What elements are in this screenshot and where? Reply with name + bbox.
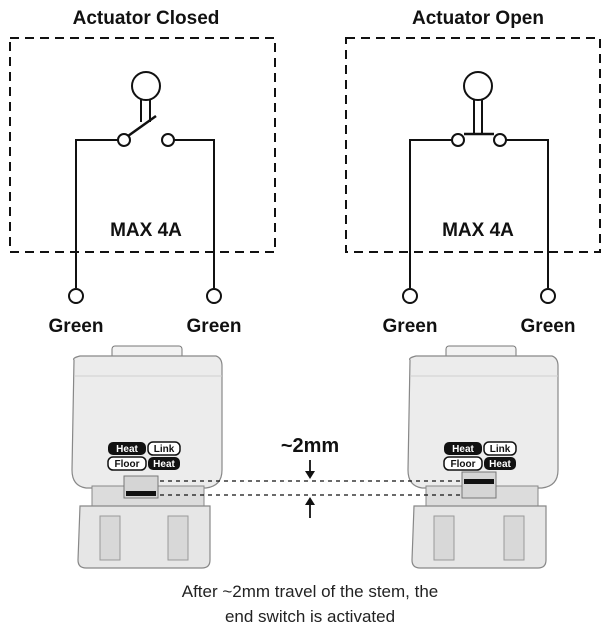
right-rating: MAX 4A xyxy=(442,220,514,241)
right-actuator: Heat Link Floor Heat xyxy=(407,345,559,569)
caption-line-2: end switch is activated xyxy=(225,607,395,626)
right-logo: Heat Link Floor Heat xyxy=(443,441,517,471)
right-logo-link: Link xyxy=(490,444,511,455)
travel-label: ~2mm xyxy=(281,435,339,457)
right-switch-open xyxy=(409,71,549,288)
right-logo-heat2: Heat xyxy=(489,459,511,470)
left-title: Actuator Closed xyxy=(73,8,220,29)
right-terminal-b-label: Green xyxy=(521,316,576,337)
down-arrow-icon xyxy=(305,471,315,479)
right-dashed-box xyxy=(345,37,601,253)
left-logo: Heat Link Floor Heat xyxy=(107,441,181,471)
left-switch-closed xyxy=(75,71,215,288)
right-logo-floor: Floor xyxy=(451,459,476,470)
left-terminal-a-label: Green xyxy=(49,316,104,337)
right-terminal-a xyxy=(402,288,418,304)
left-terminal-b-label: Green xyxy=(187,316,242,337)
left-logo-heat: Heat xyxy=(116,444,138,455)
left-terminal-b xyxy=(206,288,222,304)
left-terminal-a xyxy=(68,288,84,304)
caption-line-1: After ~2mm travel of the stem, the xyxy=(182,582,439,601)
travel-indicator: ~2mm xyxy=(160,435,462,518)
right-terminal-b xyxy=(540,288,556,304)
left-logo-link: Link xyxy=(154,444,175,455)
right-logo-heat: Heat xyxy=(452,444,474,455)
right-terminal-a-label: Green xyxy=(383,316,438,337)
right-panel: Actuator Open MAX 4A Green Green xyxy=(345,8,601,337)
left-rating: MAX 4A xyxy=(110,220,182,241)
up-arrow-icon xyxy=(305,497,315,505)
left-actuator: Heat Link Floor Heat xyxy=(71,345,223,569)
left-logo-heat2: Heat xyxy=(153,459,175,470)
left-panel: Actuator Closed MAX 4A Green Green xyxy=(9,8,276,337)
right-title: Actuator Open xyxy=(412,8,544,29)
left-logo-floor: Floor xyxy=(115,459,140,470)
